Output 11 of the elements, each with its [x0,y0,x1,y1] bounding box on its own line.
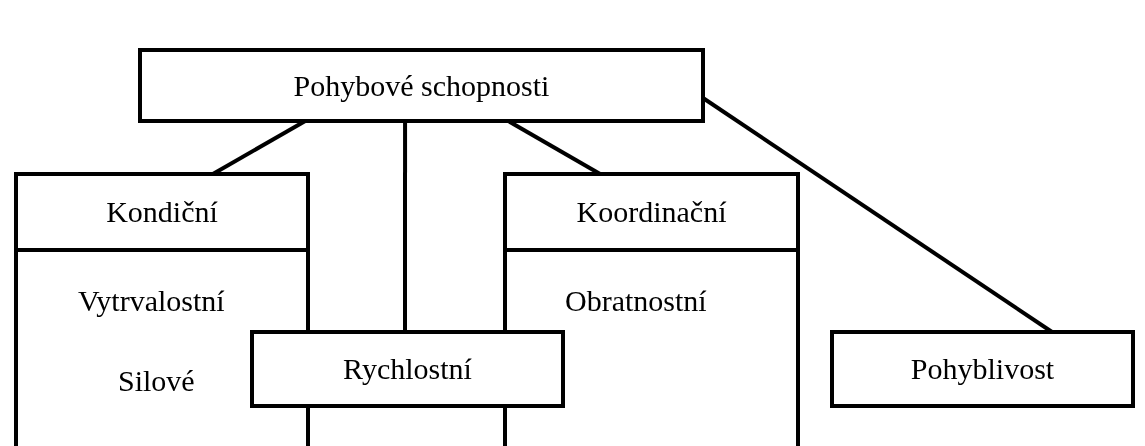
category-box: Pohybové schopnosti [138,48,705,123]
ability-label: Silové [118,366,195,396]
category-box: Pohyblivost [830,330,1135,408]
column-heading: Koordinační [576,197,727,227]
category-column [14,172,310,446]
ability-label: Vytrvalostní [78,286,225,316]
column-heading: Kondiční [106,197,218,227]
ability-label: Obratnostní [565,286,707,316]
category-column [503,172,800,446]
category-box: Rychlostní [250,330,565,408]
connector-line [403,121,408,332]
